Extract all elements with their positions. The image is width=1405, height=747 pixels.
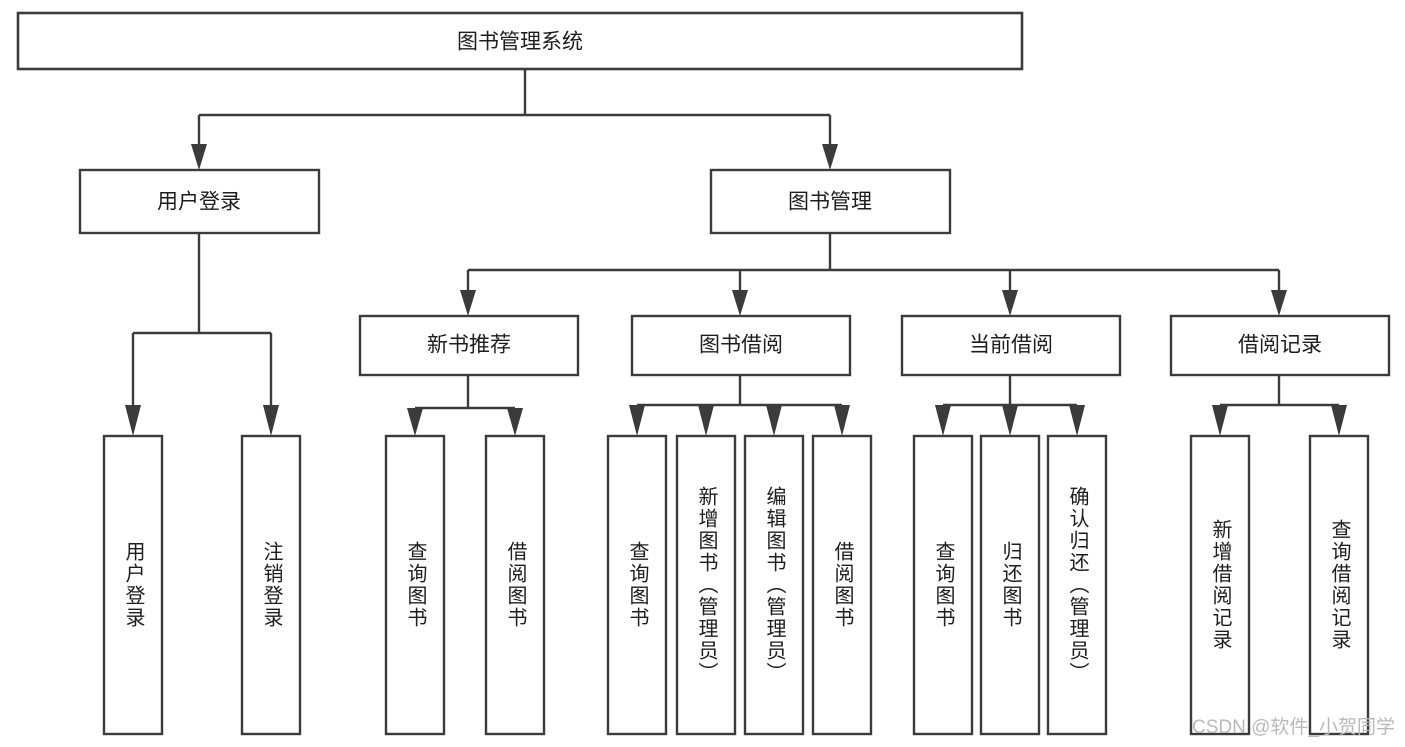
- leaf-current-borrow-confirm-box[interactable]: [1046, 434, 1108, 736]
- node-current-borrow-box[interactable]: [900, 314, 1122, 377]
- leaf-current-borrow-query[interactable]: 查询图书: [912, 434, 974, 736]
- leaf-book-borrow-query-label: 查询图书: [626, 541, 649, 629]
- arrow-head-cb-return: [1002, 405, 1018, 436]
- leaf-new-book-query-box[interactable]: [384, 434, 446, 736]
- arrow-head-br-add: [1212, 405, 1228, 436]
- node-root[interactable]: 图书管理系统: [16, 11, 1024, 71]
- arrow-head-bb-lend: [834, 405, 850, 436]
- leaf-book-borrow-query-box[interactable]: [606, 434, 668, 736]
- arrow-head-book-borrow: [732, 290, 748, 316]
- node-borrow-record-box[interactable]: [1169, 314, 1391, 377]
- leaf-borrow-record-add-label: 新增借阅记录: [1209, 519, 1232, 651]
- leaf-borrow-record-query-box[interactable]: [1308, 434, 1370, 736]
- leaf-book-borrow-edit-label: 编辑图书（管理员）: [763, 486, 786, 684]
- leaf-book-borrow-add[interactable]: 新增图书（管理员）: [675, 434, 737, 736]
- leaf-new-book-borrow-label: 借阅图书: [504, 541, 527, 629]
- arrow-head-cb-query: [935, 405, 951, 436]
- leaf-user-login-logout[interactable]: 注销登录: [240, 434, 302, 736]
- leaf-book-borrow-query[interactable]: 查询图书: [606, 434, 668, 736]
- leaf-user-login-logout-box[interactable]: [240, 434, 302, 736]
- node-user-login-label: 用户登录: [157, 191, 241, 214]
- node-new-book-recommend-box[interactable]: [358, 314, 580, 377]
- connector-layer: [125, 69, 1347, 436]
- leaf-user-login-login[interactable]: 用户登录: [102, 434, 164, 736]
- leaf-book-borrow-lend-box[interactable]: [811, 434, 873, 736]
- arrow-head-user-login: [191, 144, 207, 170]
- leaf-borrow-record-add-box[interactable]: [1189, 434, 1251, 736]
- leaf-borrow-record-query[interactable]: 查询借阅记录: [1308, 434, 1370, 736]
- leaf-book-borrow-lend[interactable]: 借阅图书: [811, 434, 873, 736]
- node-root-label: 图书管理系统: [457, 31, 583, 54]
- leaf-current-borrow-return[interactable]: 归还图书: [979, 434, 1041, 736]
- arrow-head-borrow-record: [1271, 290, 1287, 316]
- leaf-book-borrow-lend-label: 借阅图书: [831, 541, 854, 629]
- node-current-borrow-label: 当前借阅: [969, 334, 1053, 357]
- node-root-box[interactable]: [16, 11, 1024, 71]
- node-borrow-record-label: 借阅记录: [1238, 334, 1322, 357]
- node-new-book-recommend[interactable]: 新书推荐: [358, 314, 580, 377]
- watermark-label: CSDN @软件_小贺同学: [1192, 716, 1395, 738]
- leaf-current-borrow-return-label: 归还图书: [999, 541, 1022, 629]
- leaf-book-borrow-add-label: 新增图书（管理员）: [695, 486, 718, 684]
- node-current-borrow[interactable]: 当前借阅: [900, 314, 1122, 377]
- node-new-book-recommend-label: 新书推荐: [427, 334, 511, 357]
- leaf-current-borrow-query-label: 查询图书: [932, 541, 955, 629]
- arrow-head-br-query: [1331, 405, 1347, 436]
- arrow-head-nb-borrow: [507, 408, 523, 436]
- leaf-current-borrow-query-box[interactable]: [912, 434, 974, 736]
- leaf-current-borrow-confirm[interactable]: 确认归还（管理员）: [1046, 434, 1108, 736]
- leaf-user-login-login-label: 用户登录: [122, 541, 145, 629]
- arrow-head-leaf-user-login: [125, 405, 141, 436]
- arrow-head-cb-confirm: [1069, 405, 1085, 436]
- node-book-borrow[interactable]: 图书借阅: [630, 314, 852, 377]
- node-book-management[interactable]: 图书管理: [709, 168, 952, 235]
- node-book-borrow-label: 图书借阅: [699, 334, 783, 357]
- leaf-borrow-record-query-label: 查询借阅记录: [1328, 519, 1351, 651]
- leaf-current-borrow-confirm-label: 确认归还（管理员）: [1066, 486, 1089, 684]
- arrow-head-bb-query: [629, 405, 645, 436]
- leaf-new-book-borrow[interactable]: 借阅图书: [484, 434, 546, 736]
- node-book-borrow-box[interactable]: [630, 314, 852, 377]
- leaf-book-borrow-add-box[interactable]: [675, 434, 737, 736]
- arrow-head-leaf-logout: [263, 405, 279, 436]
- leaf-borrow-record-add[interactable]: 新增借阅记录: [1189, 434, 1251, 736]
- arrow-head-new-book: [460, 290, 476, 316]
- leaf-book-borrow-edit-box[interactable]: [743, 434, 805, 736]
- arrow-head-nb-query: [407, 408, 423, 436]
- leaf-new-book-borrow-box[interactable]: [484, 434, 546, 736]
- node-user-login-box[interactable]: [78, 168, 321, 235]
- node-book-management-label: 图书管理: [788, 191, 872, 214]
- arrow-head-bb-add: [698, 405, 714, 436]
- leaf-current-borrow-return-box[interactable]: [979, 434, 1041, 736]
- leaf-new-book-query-label: 查询图书: [404, 541, 427, 629]
- node-borrow-record[interactable]: 借阅记录: [1169, 314, 1391, 377]
- leaf-user-login-logout-label: 注销登录: [260, 541, 283, 629]
- node-book-management-box[interactable]: [709, 168, 952, 235]
- arrow-head-bb-edit: [766, 405, 782, 436]
- leaf-new-book-query[interactable]: 查询图书: [384, 434, 446, 736]
- arrow-head-book-mgmt: [822, 144, 838, 170]
- leaf-book-borrow-edit[interactable]: 编辑图书（管理员）: [743, 434, 805, 736]
- node-user-login[interactable]: 用户登录: [78, 168, 321, 235]
- arrow-head-current-borrow: [1002, 290, 1018, 316]
- leaf-user-login-login-box[interactable]: [102, 434, 164, 736]
